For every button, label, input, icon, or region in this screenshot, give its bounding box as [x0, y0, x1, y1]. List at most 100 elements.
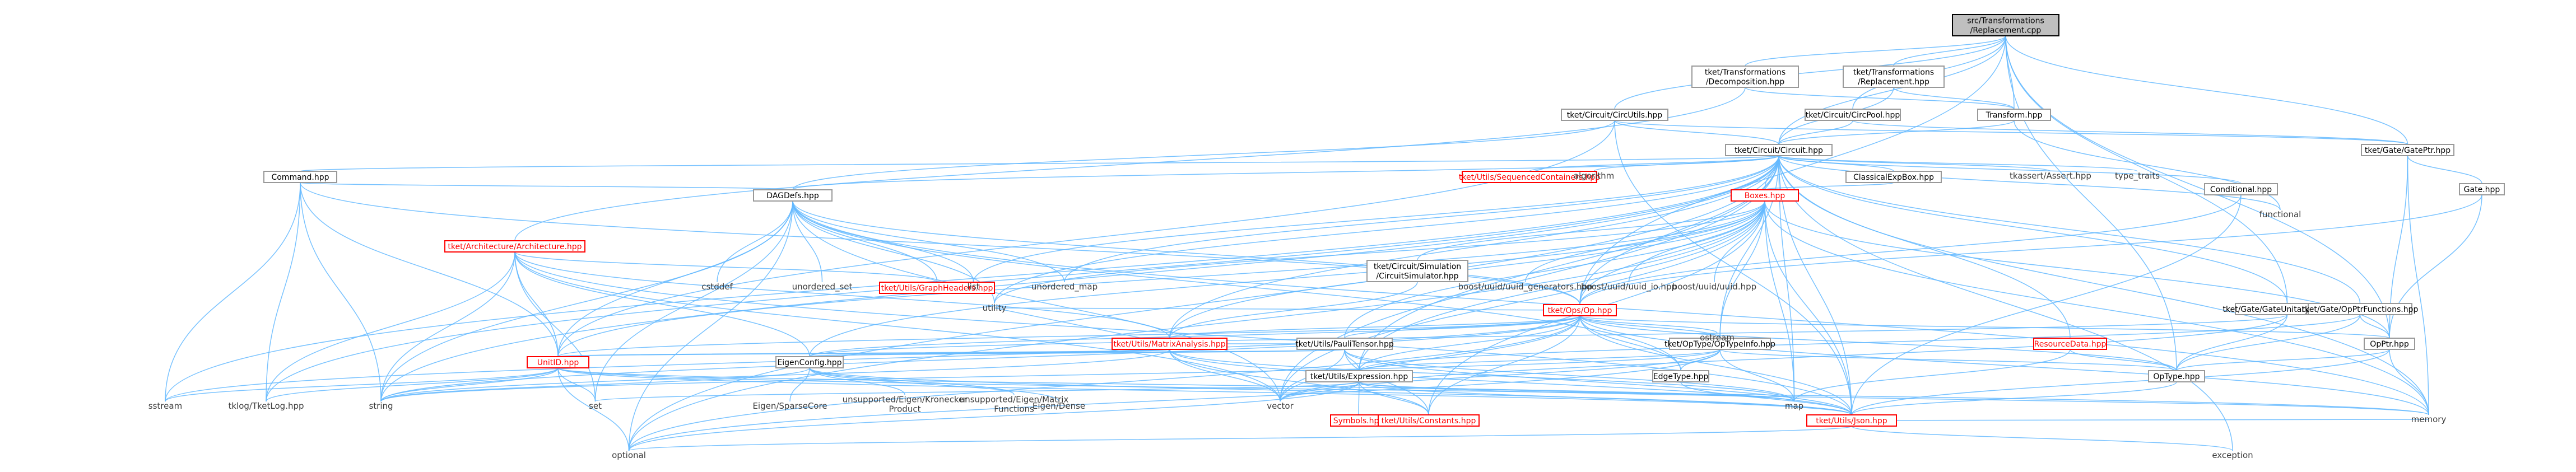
- include-edge: [792, 120, 1615, 190]
- node-eigenconfig[interactable]: EigenConfig.hpp: [775, 356, 844, 368]
- node-circuit[interactable]: tket/Circuit/Circuit.hpp: [1725, 144, 1833, 156]
- node-seqcont[interactable]: tket/Utils/SequencedContainers.hpp: [1459, 171, 1600, 183]
- node-resourcedata[interactable]: ResourceData.hpp: [2033, 338, 2107, 350]
- node-symbols[interactable]: Symbols.hpp: [1330, 414, 1387, 427]
- node-opptrfunctions[interactable]: tket/Gate/OpPtrFunctions.hpp: [2302, 303, 2419, 315]
- node-circpool[interactable]: tket/Circuit/CircPool.hpp: [1805, 109, 1901, 121]
- node-boxes[interactable]: Boxes.hpp: [1731, 189, 1799, 202]
- node-circuitsimulator[interactable]: tket/Circuit/Simulation/CircuitSimulator…: [1366, 260, 1468, 282]
- node-label: Symbols.hpp: [1333, 417, 1384, 426]
- include-edge: [1614, 120, 1852, 415]
- node-label: tket/Ops/Op.hpp: [1548, 306, 1612, 315]
- include-edge: [1793, 349, 2071, 402]
- include-edge: [1169, 349, 1795, 402]
- include-edge: [1778, 155, 2051, 172]
- node-dense: Eigen/Dense: [1033, 401, 1085, 411]
- node-conditional[interactable]: Conditional.hpp: [2204, 183, 2278, 195]
- include-edge: [2176, 314, 2361, 371]
- include-edge: [266, 182, 301, 402]
- node-label: tket/Utils/Expression.hpp: [1310, 372, 1408, 381]
- node-dagdefs[interactable]: DAGDefs.hpp: [753, 189, 833, 202]
- include-edge: [1778, 155, 1852, 415]
- node-command[interactable]: Command.hpp: [263, 171, 337, 183]
- include-edge: [380, 155, 1779, 402]
- node-edgetype[interactable]: EdgeType.hpp: [1652, 370, 1709, 382]
- node-transform[interactable]: Transform.hpp: [1977, 109, 2051, 121]
- node-paulitensor[interactable]: tket/Utils/PauliTensor.hpp: [1295, 338, 1394, 350]
- node-label: map: [1785, 401, 1803, 411]
- include-edge: [2005, 35, 2015, 110]
- node-boost-io: boost/uuid/uuid_io.hpp: [1581, 282, 1677, 292]
- include-edge: [1344, 349, 1852, 415]
- node-label: tket/Transformations: [1853, 68, 1934, 77]
- include-edge: [1280, 349, 1721, 402]
- node-label: EdgeType.hpp: [1653, 372, 1709, 381]
- include-edge: [1893, 87, 2015, 110]
- node-optypeinfo[interactable]: tket/OpType/OpTypeInfo.hpp: [1664, 338, 1775, 350]
- node-json[interactable]: tket/Utils/Json.hpp: [1806, 414, 1897, 427]
- node-optype[interactable]: OpType.hpp: [2148, 370, 2205, 382]
- node-op[interactable]: tket/Ops/Op.hpp: [1543, 304, 1617, 316]
- node-constants[interactable]: tket/Utils/Constants.hpp: [1378, 414, 1480, 427]
- node-label: /Decomposition.hpp: [1706, 78, 1785, 87]
- include-edge: [1359, 381, 1852, 415]
- include-edge: [514, 251, 810, 357]
- include-edge: [2005, 35, 2408, 145]
- node-functional: functional: [2259, 209, 2301, 219]
- node-label: tket/Utils/Json.hpp: [1816, 417, 1887, 426]
- include-edge: [1529, 155, 1779, 172]
- node-algorithm: algorithm: [1574, 171, 1614, 181]
- node-opptr[interactable]: OpPtr.hpp: [2364, 338, 2415, 350]
- include-edge: [1719, 200, 1765, 339]
- node-label: Eigen/Dense: [1033, 401, 1085, 411]
- include-edge: [380, 367, 559, 402]
- node-optional: optional: [612, 450, 646, 460]
- include-edge: [1614, 120, 1779, 145]
- node-gate[interactable]: Gate.hpp: [2459, 183, 2505, 195]
- include-edge: [594, 200, 793, 402]
- include-edge: [1593, 155, 1779, 172]
- include-edge: [994, 307, 1580, 311]
- node-graphheaders[interactable]: tket/Utils/GraphHeaders.hpp: [879, 282, 995, 294]
- include-edge: [557, 120, 1615, 357]
- include-edge: [628, 426, 1852, 451]
- include-edge: [1064, 155, 1779, 283]
- include-edge: [628, 200, 793, 451]
- include-edge: [1359, 314, 2361, 371]
- include-edge: [1778, 120, 2015, 145]
- node-unitid[interactable]: UnitID.hpp: [527, 356, 589, 368]
- node-label: unordered_set: [792, 282, 853, 292]
- include-edge: [2176, 349, 2390, 371]
- node-gateptr[interactable]: tket/Gate/GatePtr.hpp: [2361, 144, 2454, 156]
- node-architecture[interactable]: tket/Architecture/Architecture.hpp: [444, 240, 585, 253]
- include-edge: [1851, 419, 2429, 421]
- node-label: boost/uuid/uuid_generators.hpp: [1458, 282, 1593, 292]
- node-classicalexpbox[interactable]: ClassicalExpBox.hpp: [1845, 171, 1942, 183]
- include-edge: [557, 367, 1852, 415]
- node-circutils[interactable]: tket/Circuit/CircUtils.hpp: [1561, 109, 1668, 121]
- include-edge: [2407, 155, 2429, 415]
- node-label: EigenConfig.hpp: [777, 358, 841, 367]
- node-replacement[interactable]: tket/Transformations/Replacement.hpp: [1843, 66, 1945, 88]
- node-utility: utility: [983, 303, 1007, 313]
- include-edge: [380, 349, 1721, 402]
- node-list: list: [967, 282, 979, 292]
- node-vector: vector: [1267, 401, 1294, 411]
- node-label: exception: [2212, 450, 2253, 460]
- node-decomposition[interactable]: tket/Transformations/Decomposition.hpp: [1691, 66, 1799, 88]
- include-edge: [2389, 194, 2482, 339]
- node-root[interactable]: src/Transformations/Replacement.cpp: [1952, 14, 2059, 36]
- node-cstddef: cstddef: [701, 282, 733, 292]
- node-label: Product: [889, 404, 921, 414]
- include-edge: [973, 155, 1779, 283]
- include-edge: [1778, 155, 2242, 184]
- node-expression[interactable]: tket/Utils/Expression.hpp: [1305, 370, 1413, 382]
- include-edge: [380, 200, 793, 402]
- include-edge: [628, 200, 1765, 451]
- node-label: list: [967, 282, 979, 292]
- node-label: /Replacement.cpp: [1970, 26, 2042, 35]
- include-edge: [628, 381, 1360, 451]
- include-edge: [1579, 315, 2390, 339]
- node-matrixanalysis[interactable]: tket/Utils/MatrixAnalysis.hpp: [1112, 338, 1227, 350]
